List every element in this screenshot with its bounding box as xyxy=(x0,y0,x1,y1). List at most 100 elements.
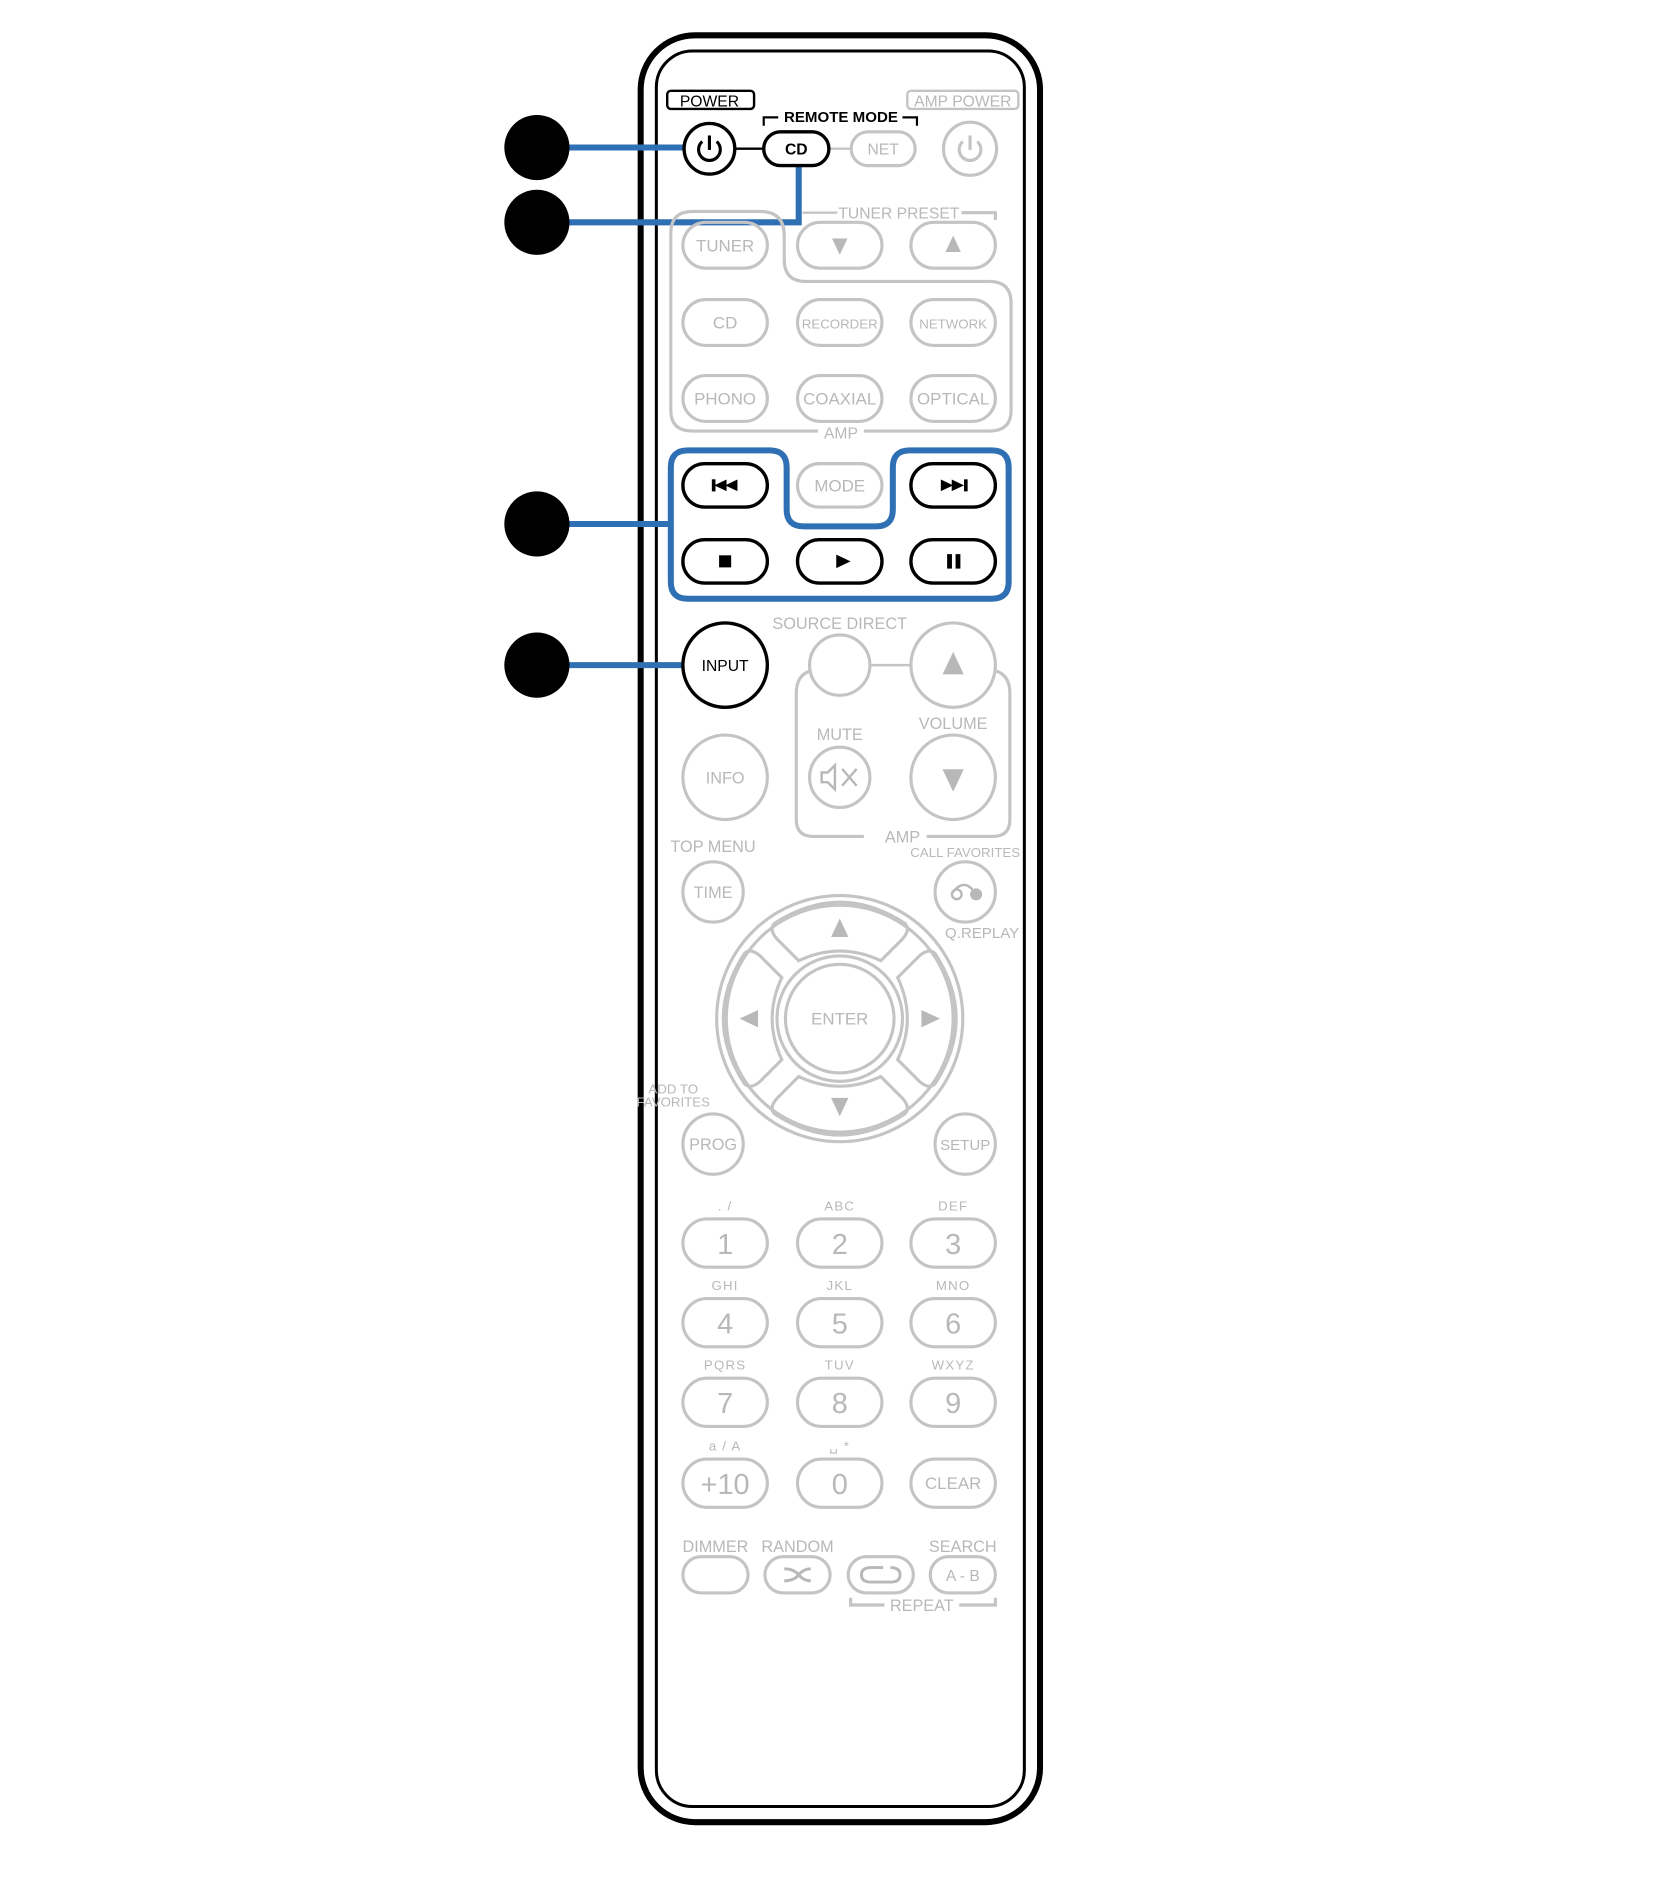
source-direct-label: SOURCE DIRECT xyxy=(772,615,907,633)
mute-label: MUTE xyxy=(817,726,863,744)
keypad-key-label: 7 xyxy=(717,1388,733,1420)
callout-4-number: 4 xyxy=(521,636,552,698)
remote-mode-cd-button-outline xyxy=(762,130,831,168)
dimmer-button[interactable] xyxy=(681,1555,750,1595)
cursor-down-icon xyxy=(831,1097,849,1117)
cursor-right-button[interactable] xyxy=(895,949,958,1088)
mode-button-outline xyxy=(795,462,884,509)
keypad-key-label: 4 xyxy=(717,1309,733,1341)
input-button[interactable] xyxy=(681,621,770,710)
coaxial-label: COAXIAL xyxy=(803,390,876,409)
pause-icon xyxy=(947,554,952,569)
callout-1-badge xyxy=(504,114,570,181)
keypad-letters-label: JKL xyxy=(826,1278,852,1293)
setup-button-outline xyxy=(933,1112,997,1176)
network-button-outline xyxy=(909,297,997,347)
phono-button-outline xyxy=(681,373,769,423)
remote-mode-cd-button[interactable] xyxy=(762,130,831,168)
cd-button[interactable] xyxy=(681,297,769,347)
tuner-preset-down-button[interactable] xyxy=(795,220,884,270)
cursor-left-button[interactable] xyxy=(721,949,784,1088)
dimmer-button-outline xyxy=(681,1555,750,1595)
keypad-button-plus10[interactable] xyxy=(681,1457,769,1509)
pause-icon-2 xyxy=(955,554,961,569)
random-button[interactable] xyxy=(763,1555,832,1595)
enter-ring xyxy=(775,954,905,1083)
remote-mode-bracket-right xyxy=(902,116,919,126)
mode-button[interactable] xyxy=(795,462,884,509)
input-button-outline xyxy=(681,621,770,710)
prog-button[interactable] xyxy=(681,1112,745,1176)
net-mode-label: NET xyxy=(867,142,899,159)
keypad-button-2[interactable] xyxy=(795,1217,884,1269)
network-button[interactable] xyxy=(909,297,997,347)
keypad-letters-label: ␣ * xyxy=(829,1439,850,1454)
phono-button[interactable] xyxy=(681,373,769,423)
enter-button[interactable] xyxy=(783,962,896,1075)
pause-button[interactable] xyxy=(909,537,998,585)
input-label: INPUT xyxy=(702,658,749,675)
amp-power-button[interactable] xyxy=(941,120,999,177)
callout-1-number: 1 xyxy=(521,118,552,180)
network-label: NETWORK xyxy=(919,317,987,332)
time-button[interactable] xyxy=(681,860,745,924)
tuner-preset-label: TUNER PRESET xyxy=(838,206,959,223)
amp-power-icon xyxy=(957,135,983,162)
optical-label: OPTICAL xyxy=(917,390,989,409)
enter-button-outline xyxy=(783,962,896,1075)
keypad-button-7[interactable] xyxy=(681,1376,769,1429)
keypad-key-label: CLEAR xyxy=(925,1474,981,1493)
volume-up-icon xyxy=(942,651,964,675)
phono-label: PHONO xyxy=(694,390,756,409)
optical-button[interactable] xyxy=(909,373,997,423)
setup-button[interactable] xyxy=(933,1112,997,1176)
mute-button[interactable] xyxy=(808,745,872,810)
coaxial-button[interactable] xyxy=(795,373,884,423)
coaxial-button-outline xyxy=(795,373,884,423)
keypad-button-6-outline xyxy=(909,1296,997,1349)
optical-button-outline xyxy=(909,373,997,423)
nav-ring-inner xyxy=(724,903,955,1134)
info-button[interactable] xyxy=(681,733,769,822)
tuner-preset-up-button[interactable] xyxy=(909,220,997,270)
q-replay-button[interactable] xyxy=(933,860,997,924)
tuner-button[interactable] xyxy=(681,220,769,270)
info-button-outline xyxy=(681,733,769,822)
source-direct-button-outline xyxy=(808,633,872,697)
volume-label: VOLUME xyxy=(919,715,988,733)
skip-back-icon xyxy=(714,479,727,492)
keypad-button-4[interactable] xyxy=(681,1296,769,1349)
keypad-letters-label: MNO xyxy=(936,1278,971,1293)
cursor-down-button[interactable] xyxy=(770,1074,909,1137)
q-replay-button-outline xyxy=(933,860,997,924)
keypad-button-6[interactable] xyxy=(909,1296,997,1349)
keypad-button-7-outline xyxy=(681,1376,769,1429)
q-replay-label: Q.REPLAY xyxy=(945,925,1019,942)
keypad-button-0[interactable] xyxy=(795,1457,884,1509)
volume-up-button[interactable] xyxy=(909,621,997,709)
keypad-key-label: 3 xyxy=(945,1229,961,1261)
volume-down-button[interactable] xyxy=(909,733,997,822)
search-ab-button[interactable] xyxy=(928,1555,997,1595)
keypad-button-9[interactable] xyxy=(909,1376,997,1429)
keypad-button-8[interactable] xyxy=(795,1376,884,1429)
recorder-button[interactable] xyxy=(795,297,884,347)
callout-2-line xyxy=(567,165,802,226)
keypad-button-1[interactable] xyxy=(681,1217,769,1269)
remote-mode-net-button[interactable] xyxy=(849,130,917,168)
prog-label: PROG xyxy=(689,1136,737,1154)
cursor-up-button[interactable] xyxy=(770,900,909,963)
skip-forward-icon xyxy=(940,479,954,492)
repeat-button[interactable] xyxy=(846,1555,915,1595)
keypad-key-label: 8 xyxy=(832,1388,848,1420)
keypad-key-label: 0 xyxy=(832,1469,848,1501)
volume-down-icon xyxy=(942,769,964,792)
mute-button-outline xyxy=(808,745,872,810)
keypad-button-clear-outline xyxy=(909,1457,997,1509)
keypad-button-5[interactable] xyxy=(795,1296,884,1349)
remote-mode-bracket-left xyxy=(762,116,779,126)
source-direct-button[interactable] xyxy=(808,633,872,697)
keypad-button-clear[interactable] xyxy=(909,1457,997,1509)
keypad-button-3[interactable] xyxy=(909,1217,997,1269)
